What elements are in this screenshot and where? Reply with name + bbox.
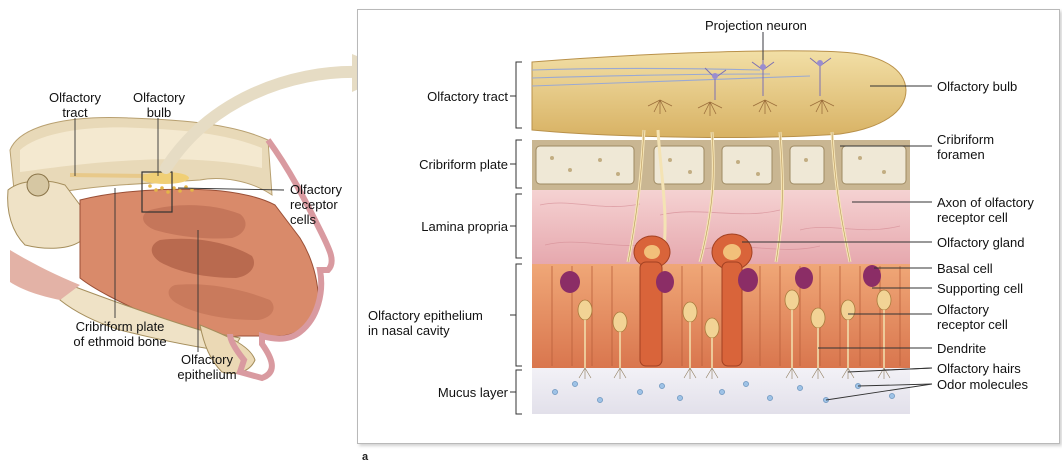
label-supporting-cell: Supporting cell	[937, 281, 1023, 296]
label-cribriform-plate: Cribriform plate	[380, 157, 508, 172]
olfactory-bulb-mag	[532, 51, 906, 138]
label-projection-neuron: Projection neuron	[705, 18, 807, 33]
label-dendrite: Dendrite	[937, 341, 986, 356]
label-lamina-propria: Lamina propria	[380, 219, 508, 234]
label-olfactory-receptor-cell: Olfactory receptor cell	[937, 302, 1008, 332]
label-olfactory-tract-right: Olfactory tract	[380, 89, 508, 104]
label-odor-molecules: Odor molecules	[937, 377, 1028, 392]
label-axon-of-olfactory-receptor-cell: Axon of olfactory receptor cell	[937, 195, 1034, 225]
label-basal-cell: Basal cell	[937, 261, 993, 276]
label-olfactory-epithelium-nasal-cavity: Olfactory epithelium in nasal cavity	[368, 308, 513, 338]
label-olfactory-bulb-right: Olfactory bulb	[937, 79, 1017, 94]
label-olfactory-gland: Olfactory gland	[937, 235, 1024, 250]
figure-panel-letter: a	[362, 451, 368, 463]
left-brackets	[510, 62, 522, 414]
label-olfactory-hairs: Olfactory hairs	[937, 361, 1021, 376]
label-mucus-layer: Mucus layer	[380, 385, 508, 400]
label-cribriform-foramen: Cribriform foramen	[937, 132, 994, 162]
